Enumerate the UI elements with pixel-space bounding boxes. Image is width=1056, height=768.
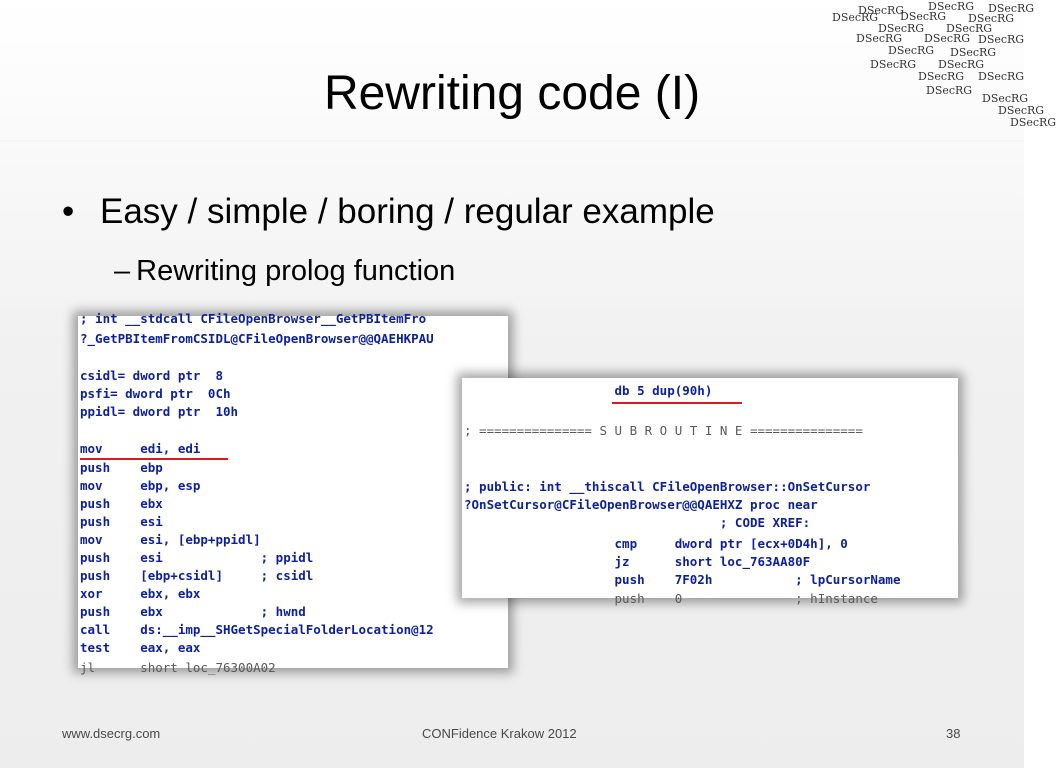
page-title: Rewriting code (I) bbox=[323, 67, 701, 120]
code-line: ?OnSetCursor@CFileOpenBrowser@@QAEHXZ pr… bbox=[464, 497, 818, 512]
slide-band bbox=[0, 140, 1024, 142]
code-line: push ebx bbox=[80, 496, 163, 511]
bullet-level2-text: Rewriting prolog function bbox=[136, 255, 456, 287]
logo-word: DSecRG bbox=[918, 70, 965, 83]
code-line: ; =============== S U B R O U T I N E ==… bbox=[464, 423, 863, 438]
highlight-underline bbox=[80, 458, 228, 460]
code-line: push ebp bbox=[80, 460, 163, 475]
logo-word: DSecRG bbox=[978, 33, 1025, 46]
code-screenshot-subroutine: db 5 dup(90h) ; =============== S U B R … bbox=[462, 378, 958, 606]
logo-word: DSecRG bbox=[870, 58, 917, 71]
dsecrg-logo-cloud: DSecRG DSecRG DSecRG DSecRG DSecRG DSecR… bbox=[828, 0, 1056, 130]
code-line: db 5 dup(90h) bbox=[464, 383, 713, 398]
bullet-level2: –Rewriting prolog function bbox=[114, 255, 455, 288]
logo-word: DSecRG bbox=[878, 22, 925, 35]
bullet-level1-text: Easy / simple / boring / regular example bbox=[100, 192, 715, 231]
logo-word: DSecRG bbox=[938, 58, 985, 71]
logo-word: DSecRG bbox=[888, 44, 935, 57]
code-line: psfi= dword ptr 0Ch bbox=[80, 386, 231, 401]
logo-word: DSecRG bbox=[978, 70, 1025, 83]
code-line: cmp dword ptr [ecx+0D4h], 0 bbox=[464, 536, 848, 551]
code-line: push ebx ; hwnd bbox=[80, 604, 306, 619]
logo-word: DSecRG bbox=[1010, 116, 1056, 129]
logo-word: DSecRG bbox=[856, 32, 903, 45]
logo-word: DSecRG bbox=[832, 11, 879, 24]
logo-word: DSecRG bbox=[858, 4, 905, 17]
footer-url: www.dsecrg.com bbox=[62, 726, 161, 741]
code-line: jl short loc_76300A02 bbox=[80, 660, 276, 675]
code-line: test eax, eax bbox=[80, 640, 201, 655]
code-line: jz short loc_763AA80F bbox=[464, 554, 811, 569]
code-line: csidl= dword ptr 8 bbox=[80, 368, 223, 383]
bullet-level1: • Easy / simple / boring / regular exampl… bbox=[62, 192, 715, 232]
code-line: mov esi, [ebp+ppidl] bbox=[80, 532, 261, 547]
code-line: push esi ; ppidl bbox=[80, 550, 314, 565]
code-line: ; public: int __thiscall CFileOpenBrowse… bbox=[464, 479, 871, 494]
logo-word: DSecRG bbox=[924, 32, 971, 45]
logo-word: DSecRG bbox=[926, 84, 973, 97]
logo-word: DSecRG bbox=[968, 12, 1015, 25]
code-line: ?_GetPBItemFromCSIDL@CFileOpenBrowser@@Q… bbox=[80, 331, 434, 346]
footer-event: CONFidence Krakow 2012 bbox=[422, 726, 577, 741]
logo-word: DSecRG bbox=[946, 22, 993, 35]
code-line: mov ebp, esp bbox=[80, 478, 201, 493]
code-line: call ds:__imp__SHGetSpecialFolderLocatio… bbox=[80, 622, 434, 637]
code-line: mov edi, edi bbox=[80, 441, 201, 456]
code-line: push esi bbox=[80, 514, 163, 529]
logo-word: DSecRG bbox=[998, 104, 1045, 117]
logo-word: DSecRG bbox=[982, 92, 1029, 105]
code-line: ppidl= dword ptr 10h bbox=[80, 404, 239, 419]
logo-word: DSecRG bbox=[928, 0, 975, 13]
code-screenshot-prolog: ; int __stdcall CFileOpenBrowser__GetPBI… bbox=[78, 311, 508, 675]
highlight-underline bbox=[612, 402, 742, 404]
bullet-dash: – bbox=[114, 255, 131, 287]
code-line: xor ebx, ebx bbox=[80, 586, 201, 601]
bullet-dot: • bbox=[62, 192, 75, 231]
code-line: push [ebp+csidl] ; csidl bbox=[80, 568, 314, 583]
logo-word: DSecRG bbox=[900, 10, 947, 23]
code-line: push 7F02h ; lpCursorName bbox=[464, 572, 901, 587]
code-line: push 0 ; hInstance bbox=[464, 591, 878, 606]
logo-word: DSecRG bbox=[988, 2, 1035, 15]
page-number: 38 bbox=[946, 726, 961, 741]
code-line: ; CODE XREF: bbox=[464, 515, 811, 530]
code-line: ; int __stdcall CFileOpenBrowser__GetPBI… bbox=[80, 311, 427, 326]
logo-word: DSecRG bbox=[950, 46, 997, 59]
